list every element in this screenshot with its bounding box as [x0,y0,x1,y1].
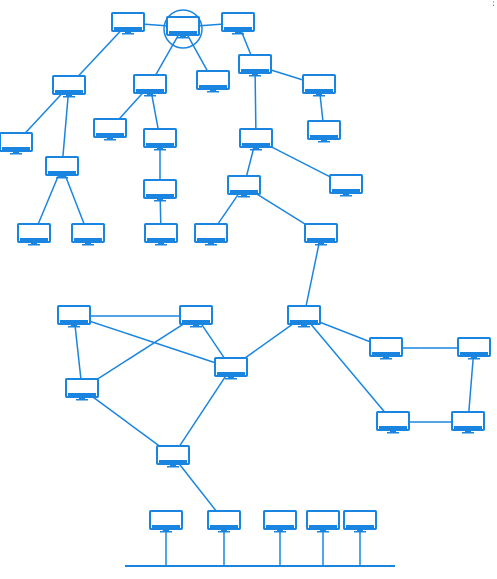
computer-monitor-icon[interactable] [71,223,105,246]
computer-monitor-icon[interactable] [329,174,363,197]
connection-line [73,315,232,369]
computer-monitor-icon[interactable] [52,75,86,98]
computer-monitor-icon[interactable] [57,305,91,328]
computer-monitor-icon[interactable] [163,9,203,49]
computer-monitor-icon[interactable] [143,128,177,151]
computer-monitor-icon[interactable] [451,411,485,434]
connection-line [303,233,322,317]
connection-line [172,367,232,457]
computer-monitor-icon[interactable] [214,357,248,380]
computer-monitor-icon[interactable] [376,411,410,434]
connection-line [81,388,174,457]
computer-monitor-icon[interactable] [227,175,261,198]
connection-lines [15,22,475,522]
computer-monitor-icon[interactable] [307,120,341,143]
connection-line [254,64,257,140]
computer-monitor-icon[interactable] [343,510,377,533]
computer-monitor-icon[interactable] [17,223,51,246]
connection-line [81,315,197,390]
selection-circle [163,9,203,49]
computer-monitor-icon[interactable] [239,128,273,151]
connection-line [467,347,475,423]
connection-line [303,315,394,423]
computer-monitor-icon[interactable] [144,223,178,246]
computer-monitor-icon[interactable] [306,510,340,533]
computer-monitor-icon[interactable] [207,510,241,533]
computer-monitor-icon[interactable] [179,305,213,328]
computer-monitor-icon[interactable] [143,179,177,202]
computer-monitor-icon[interactable] [238,54,272,77]
computer-monitor-icon[interactable] [457,337,491,360]
computer-monitor-icon[interactable] [194,223,228,246]
computer-monitor-icon[interactable] [221,12,255,35]
computer-nodes [0,9,491,533]
computer-monitor-icon[interactable] [0,132,33,155]
computer-monitor-icon[interactable] [302,74,336,97]
computer-monitor-icon[interactable] [133,74,167,97]
computer-monitor-icon[interactable] [196,70,230,93]
computer-monitor-icon[interactable] [304,223,338,246]
computer-monitor-icon[interactable] [287,305,321,328]
computer-monitor-icon[interactable] [149,510,183,533]
corner-marker: : [491,0,495,9]
computer-monitor-icon[interactable] [156,445,190,468]
connection-line [73,315,83,390]
computer-monitor-icon[interactable] [93,118,127,141]
computer-monitor-icon[interactable] [45,156,79,179]
computer-monitor-icon[interactable] [369,337,403,360]
computer-monitor-icon[interactable] [111,12,145,35]
computer-monitor-icon[interactable] [65,378,99,401]
connection-line [61,85,70,168]
bus-backbone [125,529,395,567]
computer-monitor-icon[interactable] [263,510,297,533]
